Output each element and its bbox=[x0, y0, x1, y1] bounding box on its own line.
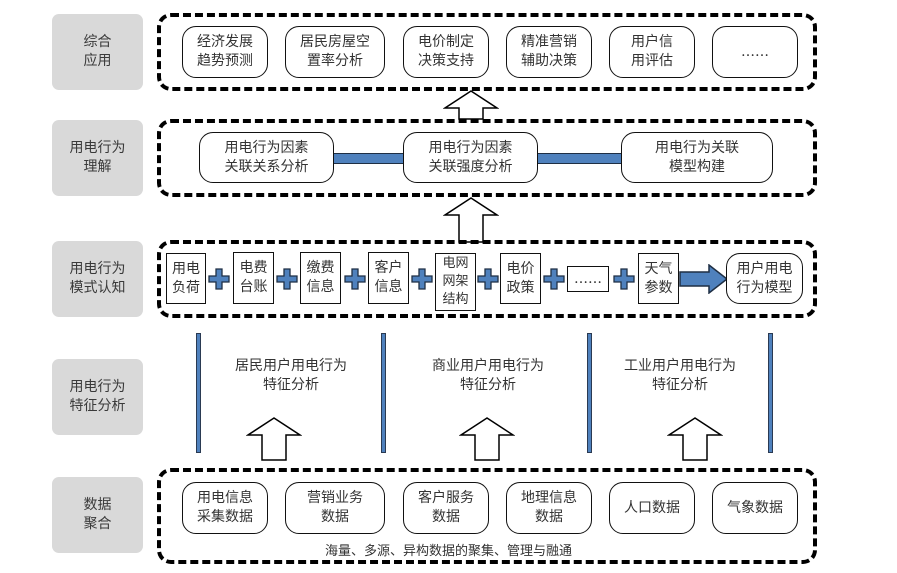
divider-bar bbox=[587, 333, 592, 453]
divider-bar bbox=[196, 333, 201, 453]
understanding-item-correlation-relation: 用电行为因素 关联关系分析 bbox=[199, 132, 334, 183]
plus-icon bbox=[344, 268, 366, 290]
layer-label-understanding: 用电行为 理解 bbox=[52, 120, 143, 196]
layer-label-pattern-cognition: 用电行为 模式认知 bbox=[52, 241, 143, 317]
app-item-precision-marketing: 精准营销 辅助决策 bbox=[506, 26, 592, 78]
plus-icon bbox=[613, 268, 635, 290]
plus-icon bbox=[543, 268, 565, 290]
data-item-population: 人口数据 bbox=[609, 482, 695, 534]
up-arrow-icon bbox=[246, 417, 302, 461]
data-item-collection: 用电信息 采集数据 bbox=[182, 482, 268, 534]
data-item-customer-service: 客户服务 数据 bbox=[403, 482, 489, 534]
layer-label-data-aggregation: 数据 聚合 bbox=[52, 477, 143, 553]
pattern-item-weather: 天气 参数 bbox=[638, 253, 679, 304]
link-connector bbox=[536, 153, 622, 164]
feature-commercial: 商业用户用电行为 特征分析 bbox=[432, 358, 544, 393]
understanding-item-correlation-strength: 用电行为因素 关联强度分析 bbox=[403, 132, 538, 183]
data-item-geographic: 地理信息 数据 bbox=[506, 482, 592, 534]
feature-industrial: 工业用户用电行为 特征分析 bbox=[624, 358, 736, 393]
app-item-more: …… bbox=[712, 26, 798, 78]
up-arrow-icon bbox=[443, 197, 499, 243]
pattern-item-load: 用电 负荷 bbox=[166, 253, 206, 304]
layer-label-application: 综合 应用 bbox=[52, 14, 143, 90]
understanding-layer-frame bbox=[157, 119, 817, 197]
pattern-item-customer-info: 客户 信息 bbox=[368, 252, 409, 304]
divider-bar bbox=[768, 333, 773, 453]
data-aggregation-caption: 海量、多源、异构数据的聚集、管理与融通 bbox=[325, 544, 573, 559]
data-aggregation-layer-frame bbox=[157, 468, 817, 564]
up-arrow-icon bbox=[459, 417, 515, 461]
up-arrow-icon bbox=[443, 90, 499, 120]
app-item-credit-evaluation: 用户信 用评估 bbox=[609, 26, 695, 78]
pattern-layer-frame bbox=[157, 240, 817, 318]
up-arrow-icon bbox=[667, 417, 723, 461]
application-layer-frame bbox=[157, 13, 817, 91]
feature-residential: 居民用户用电行为 特征分析 bbox=[235, 358, 347, 393]
plus-icon bbox=[208, 268, 230, 290]
pattern-item-price-policy: 电价 政策 bbox=[500, 253, 541, 304]
plus-icon bbox=[477, 268, 499, 290]
app-item-economic-forecast: 经济发展 趋势预测 bbox=[182, 26, 268, 78]
link-connector bbox=[333, 153, 405, 164]
pattern-result-user-behavior-model: 用户用电 行为模型 bbox=[726, 253, 803, 304]
app-item-pricing-support: 电价制定 决策支持 bbox=[403, 26, 489, 78]
layer-label-feature-analysis: 用电行为 特征分析 bbox=[52, 359, 143, 435]
right-arrow-icon bbox=[679, 264, 729, 294]
pattern-item-more: …… bbox=[567, 266, 609, 292]
plus-icon bbox=[276, 268, 298, 290]
pattern-item-bill-ledger: 电费 台账 bbox=[233, 252, 274, 304]
app-item-vacancy-analysis: 居民房屋空 置率分析 bbox=[285, 26, 385, 78]
plus-icon bbox=[411, 268, 433, 290]
understanding-item-model-building: 用电行为关联 模型构建 bbox=[621, 132, 773, 183]
pattern-item-payment-info: 缴费 信息 bbox=[300, 252, 341, 304]
data-item-marketing: 营销业务 数据 bbox=[285, 482, 385, 534]
pattern-item-grid-structure: 电网 网架 结构 bbox=[435, 253, 476, 311]
divider-bar bbox=[381, 333, 386, 453]
data-item-meteorological: 气象数据 bbox=[712, 482, 798, 534]
